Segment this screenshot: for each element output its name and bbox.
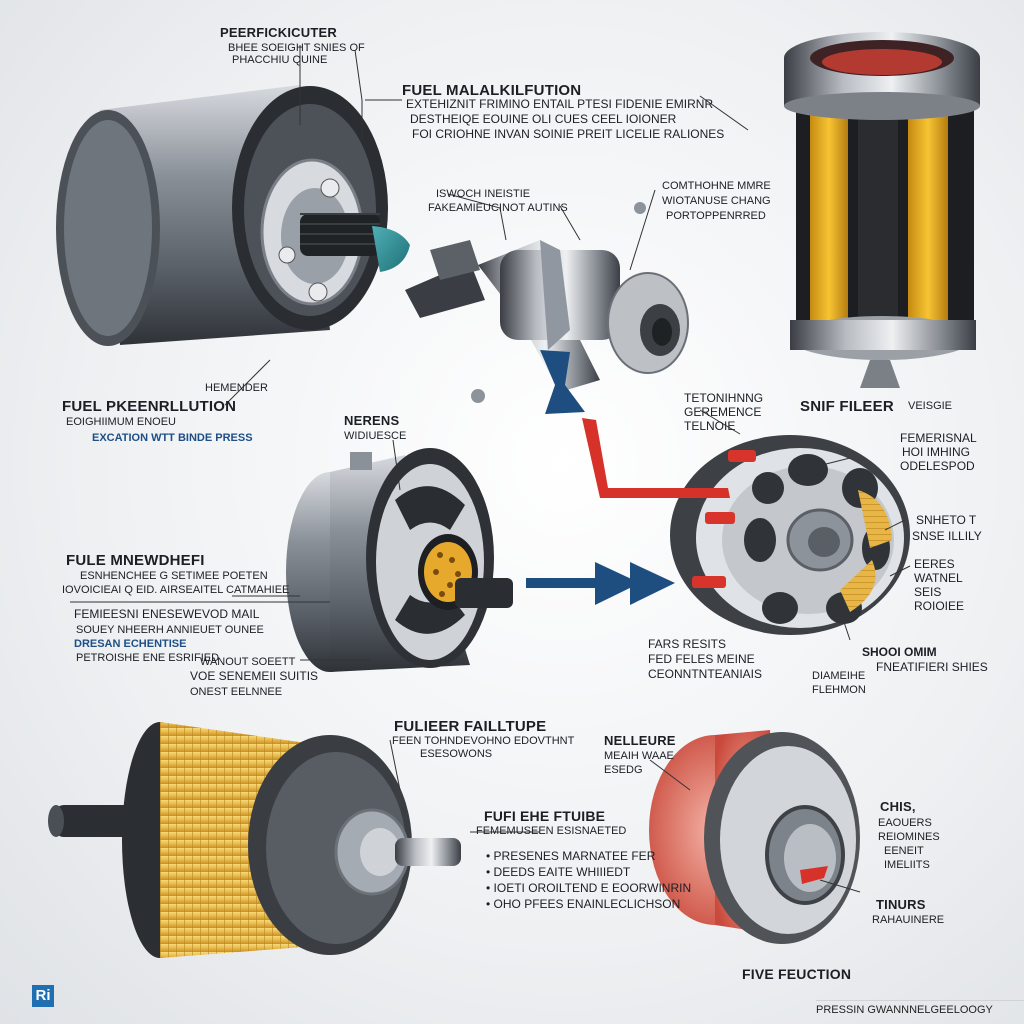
left-arrow-label: HEMENDER bbox=[205, 382, 268, 394]
fife-title: FUFI EHE FTUIBE bbox=[484, 808, 606, 824]
right-note-d-3: SEIS bbox=[914, 585, 942, 599]
center-shaft-assembly bbox=[405, 202, 689, 403]
brand-logo: Ri bbox=[32, 985, 54, 1007]
footer-caption: PRESSIN GWANNNELGEELOOGY bbox=[816, 1000, 1024, 1016]
mid-left-side-note-1: WANOUT SOEETT bbox=[200, 656, 296, 668]
right-note-d-1: EERES bbox=[914, 557, 955, 571]
shadow-note-3: DIAMEIHE bbox=[812, 670, 866, 682]
mid-left-block-line-6: PETROISHE ENE ESRIFIED bbox=[76, 652, 220, 664]
snif-filter-subtitle: VEISGIE bbox=[908, 400, 953, 412]
center-title: NERENS bbox=[344, 413, 400, 428]
right-note-b-1: FEMERISNAL bbox=[900, 431, 977, 445]
nellure-line-1: MEAIH WAAE bbox=[604, 750, 674, 762]
mid-left-subtitle-2: EXCATION WTT BINDE PRESS bbox=[92, 432, 253, 444]
fife-bullet-2: • DEEDS EAITE WHIIIEDT bbox=[486, 865, 631, 879]
fife-bullet-1-text: PRESENES MARNATEE FER bbox=[493, 849, 656, 863]
fife-bullet-3-text: IOETI OROILTEND E EOORWINRIN bbox=[493, 881, 692, 895]
mid-left-title: FUEL PKEENRLLUTION bbox=[62, 398, 237, 415]
bottom-right-cap-cylinder bbox=[649, 730, 860, 944]
chis-line-4: IMELIITS bbox=[884, 859, 930, 871]
top-right-filter-canister bbox=[784, 32, 980, 388]
mid-left-block-line-5: DRESAN ECHENTISE bbox=[74, 638, 187, 650]
right-note-b-3: ODELESPOD bbox=[900, 459, 975, 473]
shadow-note-2: FNEATIFIERI SHIES bbox=[876, 660, 988, 674]
top-center-line-3: FOI CRIOHNE INVAN SOINIE PREIT LICELIE R… bbox=[412, 127, 725, 141]
right-rotor-wheel bbox=[582, 418, 910, 635]
bottom-center-line-1: FEEN TOHNDEVOHNO EDOVTHNT bbox=[392, 735, 575, 747]
fans-note-3: CEONNTNTEANIAIS bbox=[648, 667, 763, 681]
chis-line-3: EENEIT bbox=[884, 845, 924, 857]
flow-arrow bbox=[526, 350, 675, 605]
fans-note-2: FED FELES MEINE bbox=[648, 652, 755, 666]
top-left-title: PEERFICKICUTER bbox=[220, 25, 337, 40]
center-subtitle: WIDIUESCE bbox=[344, 430, 407, 442]
top-center-line-2: DESTHEIQE EOUINE OLI CUES CEEL IOIONER bbox=[410, 112, 677, 126]
top-center-title: FUEL MALALKILFUTION bbox=[402, 82, 582, 99]
fife-bullet-4: • OHO PFEES ENAINLECLICHSON bbox=[486, 897, 681, 911]
tinurs-title: TINURS bbox=[876, 897, 926, 912]
right-note-a-3: TELNOIE bbox=[684, 419, 736, 433]
leader-lines bbox=[70, 45, 911, 893]
right-note-b-2: HOI IMHING bbox=[902, 445, 970, 459]
fife-line-0: FEMEMUSEEN ESISNAETED bbox=[476, 825, 627, 837]
top-center-line-1: EXTEHIZNIT FRIMINO ENTAIL PTESI FIDENIE … bbox=[406, 97, 714, 111]
shadow-note-1: SHOOI OMIM bbox=[862, 645, 937, 659]
right-note-c-1: SNHETO T bbox=[916, 513, 977, 527]
right-top-note-3: PORTOPPENRRED bbox=[666, 210, 766, 222]
mid-left-side-note-2: VOE SENEMEII SUITIS bbox=[190, 669, 319, 683]
top-left-subtitle-1: BHEE SOEIGHT SNIES OF bbox=[228, 42, 365, 54]
right-note-d-4: ROIOIEE bbox=[914, 599, 965, 613]
bottom-right-title: FIVE FEUCTION bbox=[742, 966, 852, 982]
fans-note-1: FARS RESITS bbox=[648, 637, 727, 651]
right-note-a-2: GEREMENCE bbox=[684, 405, 762, 419]
bottom-center-line-2: ESESOWONS bbox=[420, 748, 493, 760]
mid-left-side-note-3: ONEST EELNNEE bbox=[190, 686, 283, 698]
fife-bullet-4-text: OHO PFEES ENAINLECLICHSON bbox=[493, 897, 681, 911]
snif-filter-title: SNIF FILEER bbox=[800, 398, 894, 415]
bottom-center-title: FULIEER FAILLTUPE bbox=[394, 718, 547, 735]
center-small-note-1: ISWOCH INEISTIE bbox=[436, 188, 531, 200]
fife-bullet-3: • IOETI OROILTEND E EOORWINRIN bbox=[486, 881, 692, 895]
mid-left-block-line-1: ESNHENCHEE G SETIMEE POETEN bbox=[80, 570, 268, 582]
top-left-subtitle-2: PHACCHIU QUINE bbox=[232, 54, 328, 66]
top-left-fuel-pump-housing bbox=[56, 85, 410, 346]
right-note-a-1: TETONIHNNG bbox=[684, 391, 764, 405]
bottom-left-pleated-filter bbox=[48, 722, 461, 958]
tinurs-line-1: RAHAUINERE bbox=[872, 914, 945, 926]
right-note-c-2: SNSE ILLILY bbox=[912, 529, 982, 543]
chis-line-2: REIOMINES bbox=[878, 831, 940, 843]
mid-left-block-line-4: SOUEY NHEERH ANNIEUET OUNEE bbox=[76, 624, 264, 636]
nellure-title: NELLEURE bbox=[604, 733, 676, 748]
right-top-note-1: COMTHOHNE MMRE bbox=[662, 180, 771, 192]
chis-line-1: EAOUERS bbox=[878, 817, 932, 829]
mid-left-block-title: FULE MNEWDHEFI bbox=[66, 552, 205, 569]
center-small-note-2: FAKEAMIEUCINOT AUTINS bbox=[428, 202, 568, 214]
right-top-note-2: WIOTANUSE CHANG bbox=[662, 195, 771, 207]
chis-title: CHIS, bbox=[880, 799, 916, 814]
middle-pump-body bbox=[286, 448, 513, 672]
mid-left-block-line-3: FEMIEESNI ENESEWEVOD MAIL bbox=[74, 607, 260, 621]
nellure-line-2: ESEDG bbox=[604, 764, 643, 776]
mid-left-block-line-2: IOVOICIEAI Q EID. AIRSEAITEL CATMAHIEE bbox=[62, 584, 290, 596]
shadow-note-4: FLEHMON bbox=[812, 684, 866, 696]
fife-bullet-2-text: DEEDS EAITE WHIIIEDT bbox=[493, 865, 631, 879]
mid-left-subtitle-1: EOIGHIIMUM ENOEU bbox=[66, 416, 177, 428]
fife-bullet-1: • PRESENES MARNATEE FER bbox=[486, 849, 656, 863]
right-note-d-2: WATNEL bbox=[914, 571, 963, 585]
